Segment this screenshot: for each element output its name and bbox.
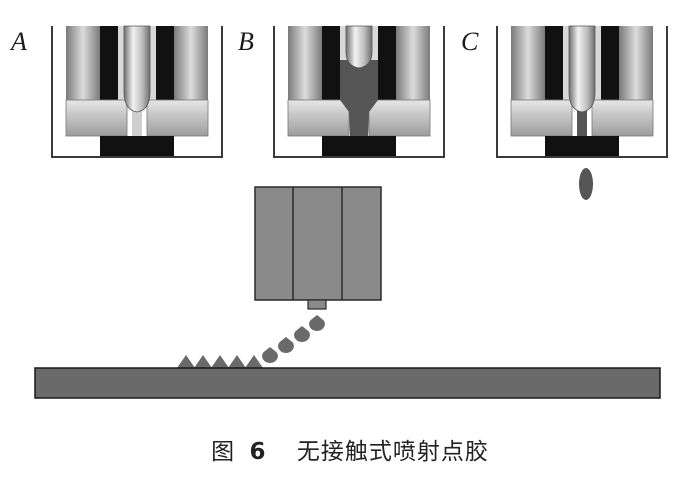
- panel-b-left-block: [288, 26, 322, 100]
- panel-a-needle: [123, 25, 151, 113]
- panel-b-right-channel: [378, 26, 396, 100]
- panel-c-left-channel: [545, 26, 563, 100]
- panel-c-seat-right: [591, 99, 654, 137]
- figure-title: 无接触式喷射点胶: [296, 439, 489, 465]
- panel-a-nozzle-bore: [132, 108, 142, 136]
- panel-c-ejected-droplet: [579, 168, 593, 200]
- panel-b-seat-right: [368, 99, 431, 137]
- panel-b-housing-outline: [273, 26, 445, 158]
- jet-valve-body: [254, 186, 382, 301]
- panel-a-right-block: [174, 26, 208, 100]
- panel-c-needle: [568, 25, 596, 113]
- panel-a-seat-right: [146, 99, 209, 137]
- figure-label: 图: [211, 439, 236, 465]
- panel-b-left-channel: [322, 26, 340, 100]
- jet-valve: [254, 186, 382, 310]
- panel-a-base-block: [100, 136, 174, 156]
- panel-b-label: B: [238, 27, 254, 56]
- panel-a-seat-left: [65, 99, 128, 137]
- panel-b-right-block: [396, 26, 430, 100]
- glue-dot: [228, 355, 246, 368]
- glue-dot: [211, 355, 229, 368]
- panel-a: A: [9, 25, 223, 158]
- panel-b-base-block: [322, 136, 396, 156]
- panel-a-left-channel: [100, 26, 118, 100]
- figure-caption: 图 6 无接触式喷射点胶: [0, 432, 700, 466]
- deposited-glue-dots: [177, 355, 263, 368]
- panel-c-housing-outline: [496, 26, 668, 158]
- panel-c-right-channel: [601, 26, 619, 100]
- panel-a-right-channel: [156, 26, 174, 100]
- panel-c-base-block: [545, 136, 619, 156]
- panel-c-nozzle-glue: [577, 108, 587, 138]
- panel-c-label: C: [461, 27, 479, 56]
- panel-c: C: [461, 25, 668, 200]
- panel-b-glue-fill: [340, 60, 378, 136]
- panel-b-needle: [345, 25, 373, 69]
- droplet: [262, 347, 278, 363]
- panel-a-label: A: [9, 27, 27, 56]
- droplet: [294, 326, 310, 342]
- panel-c-right-block: [619, 26, 653, 100]
- panel-b: B: [238, 25, 445, 158]
- figure-number: 6: [249, 439, 267, 465]
- panel-a-housing-outline: [51, 26, 223, 158]
- glue-dot: [177, 355, 195, 368]
- panel-c-left-block: [511, 26, 545, 100]
- substrate: [34, 367, 661, 399]
- droplet: [278, 337, 294, 353]
- panel-b-seat-left: [287, 99, 350, 137]
- glue-dot: [194, 355, 212, 368]
- panel-a-left-block: [66, 26, 100, 100]
- droplet: [309, 315, 325, 331]
- droplet-trail: [262, 315, 325, 363]
- panel-c-seat-left: [510, 99, 573, 137]
- glue-dot: [245, 355, 263, 368]
- jet-valve-nozzle: [307, 299, 327, 310]
